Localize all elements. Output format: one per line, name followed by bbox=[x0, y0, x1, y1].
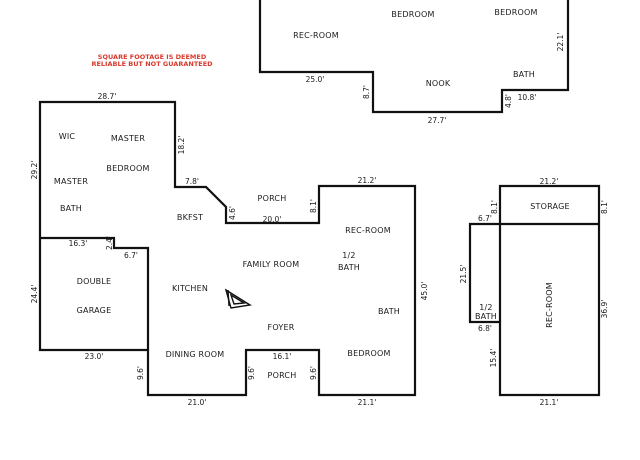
main-floor: WIC MASTER BEDROOM MASTER BATH PORCH BKF… bbox=[30, 92, 429, 407]
room-master-bath: BATH bbox=[60, 204, 82, 213]
room-bedroom-upper-2: BEDROOM bbox=[494, 8, 537, 17]
garage-wall bbox=[40, 236, 150, 350]
dim-main-garage-notch-v: 2.4' bbox=[105, 236, 114, 250]
dim-main-garage-bottom: 23.0' bbox=[85, 352, 104, 361]
room-porch-bottom: PORCH bbox=[268, 371, 297, 380]
dim-main-porch-right: 8.1' bbox=[309, 199, 318, 213]
dim-main-dining-bottom: 21.0' bbox=[188, 398, 207, 407]
dim-annex-bath-bottom: 6.8' bbox=[478, 324, 492, 333]
dim-main-garage-left: 24.4' bbox=[30, 285, 39, 304]
dim-upper-bottom-left: 25.0' bbox=[306, 75, 325, 84]
dim-main-porch-b-top: 16.1' bbox=[273, 352, 292, 361]
dim-main-jog: 7.8' bbox=[185, 177, 199, 186]
dim-upper-bath-bottom: 10.8' bbox=[518, 93, 537, 102]
notice-line-2: RELIABLE BUT NOT GUARANTEED bbox=[91, 60, 213, 68]
dim-main-porch-b-left: 9.6' bbox=[247, 366, 256, 380]
dim-annex-storage-left: 8.1' bbox=[490, 200, 499, 214]
room-master-bedroom: BEDROOM bbox=[106, 164, 149, 173]
upper-floor: REC-ROOM BEDROOM BEDROOM NOOK BATH 25.0'… bbox=[258, 0, 570, 125]
dim-main-rec-top: 21.2' bbox=[358, 176, 377, 185]
dim-main-master-right: 18.2' bbox=[177, 136, 186, 155]
room-bath-right: BATH bbox=[378, 307, 400, 316]
stair-icon bbox=[224, 288, 252, 309]
room-bath-upper: BATH bbox=[513, 70, 535, 79]
dim-main-garage-top: 16.3' bbox=[69, 239, 88, 248]
room-bedroom-upper-1: BEDROOM bbox=[391, 10, 434, 19]
upper-floor-walls bbox=[258, 0, 570, 114]
room-nook: NOOK bbox=[426, 79, 451, 88]
annex-floor: STORAGE 1/2 BATH REC-ROOM 21.2' 8.1' 8.1… bbox=[459, 177, 609, 407]
dim-upper-right: 22.1' bbox=[556, 33, 565, 52]
dim-upper-bath-left: 4.8' bbox=[504, 94, 513, 108]
room-half-bath-num: 1/2 bbox=[342, 251, 355, 260]
room-bkfst: BKFST bbox=[177, 213, 203, 222]
room-foyer: FOYER bbox=[268, 323, 295, 332]
dim-main-right: 45.0' bbox=[420, 282, 429, 301]
room-dining-room: DINING ROOM bbox=[166, 350, 225, 359]
dim-annex-left-top: 21.5' bbox=[459, 265, 468, 284]
room-rec-room: REC-ROOM bbox=[345, 226, 391, 235]
room-kitchen: KITCHEN bbox=[172, 284, 208, 293]
room-annex-half-bath-label: BATH bbox=[475, 312, 497, 321]
dim-main-porch-b-right: 9.6' bbox=[309, 366, 318, 380]
dim-main-dining-left: 9.6' bbox=[136, 366, 145, 380]
dim-main-left-top: 29.2' bbox=[30, 161, 39, 180]
dim-upper-bottom-mid: 27.7' bbox=[428, 116, 447, 125]
room-family-room: FAMILY ROOM bbox=[243, 260, 300, 269]
room-annex-half-bath-num: 1/2 bbox=[479, 303, 492, 312]
dim-main-top-left: 28.7' bbox=[98, 92, 117, 101]
room-double: DOUBLE bbox=[77, 277, 112, 286]
dim-annex-bottom: 21.1' bbox=[540, 398, 559, 407]
room-half-bath-label: BATH bbox=[338, 263, 360, 272]
room-bedroom-bottom: BEDROOM bbox=[347, 349, 390, 358]
dim-annex-top: 21.2' bbox=[540, 177, 559, 186]
dim-main-porch-bottom: 20.0' bbox=[263, 215, 282, 224]
room-wic: WIC bbox=[59, 132, 76, 141]
dim-upper-nook-left: 8.7' bbox=[362, 85, 371, 99]
room-master: MASTER bbox=[111, 134, 145, 143]
room-garage: GARAGE bbox=[77, 306, 112, 315]
notice-line-1: SQUARE FOOTAGE IS DEEMED bbox=[98, 53, 207, 61]
room-porch-top: PORCH bbox=[258, 194, 287, 203]
dim-main-porch-left: 4.6' bbox=[228, 206, 237, 220]
room-rec-room-upper: REC-ROOM bbox=[293, 31, 339, 40]
dim-annex-left-bottom: 15.4' bbox=[489, 349, 498, 368]
dim-main-garage-notch-h: 6.7' bbox=[124, 251, 138, 260]
main-floor-outline bbox=[38, 100, 417, 397]
room-annex-rec-room: REC-ROOM bbox=[545, 282, 554, 328]
dim-annex-right: 36.9' bbox=[600, 300, 609, 319]
room-storage: STORAGE bbox=[530, 202, 569, 211]
dim-annex-notch: 6.7' bbox=[478, 214, 492, 223]
dim-annex-storage-right: 8.1' bbox=[600, 200, 609, 214]
dim-main-bottom-right: 21.1' bbox=[358, 398, 377, 407]
room-master-bath-title: MASTER bbox=[54, 177, 88, 186]
